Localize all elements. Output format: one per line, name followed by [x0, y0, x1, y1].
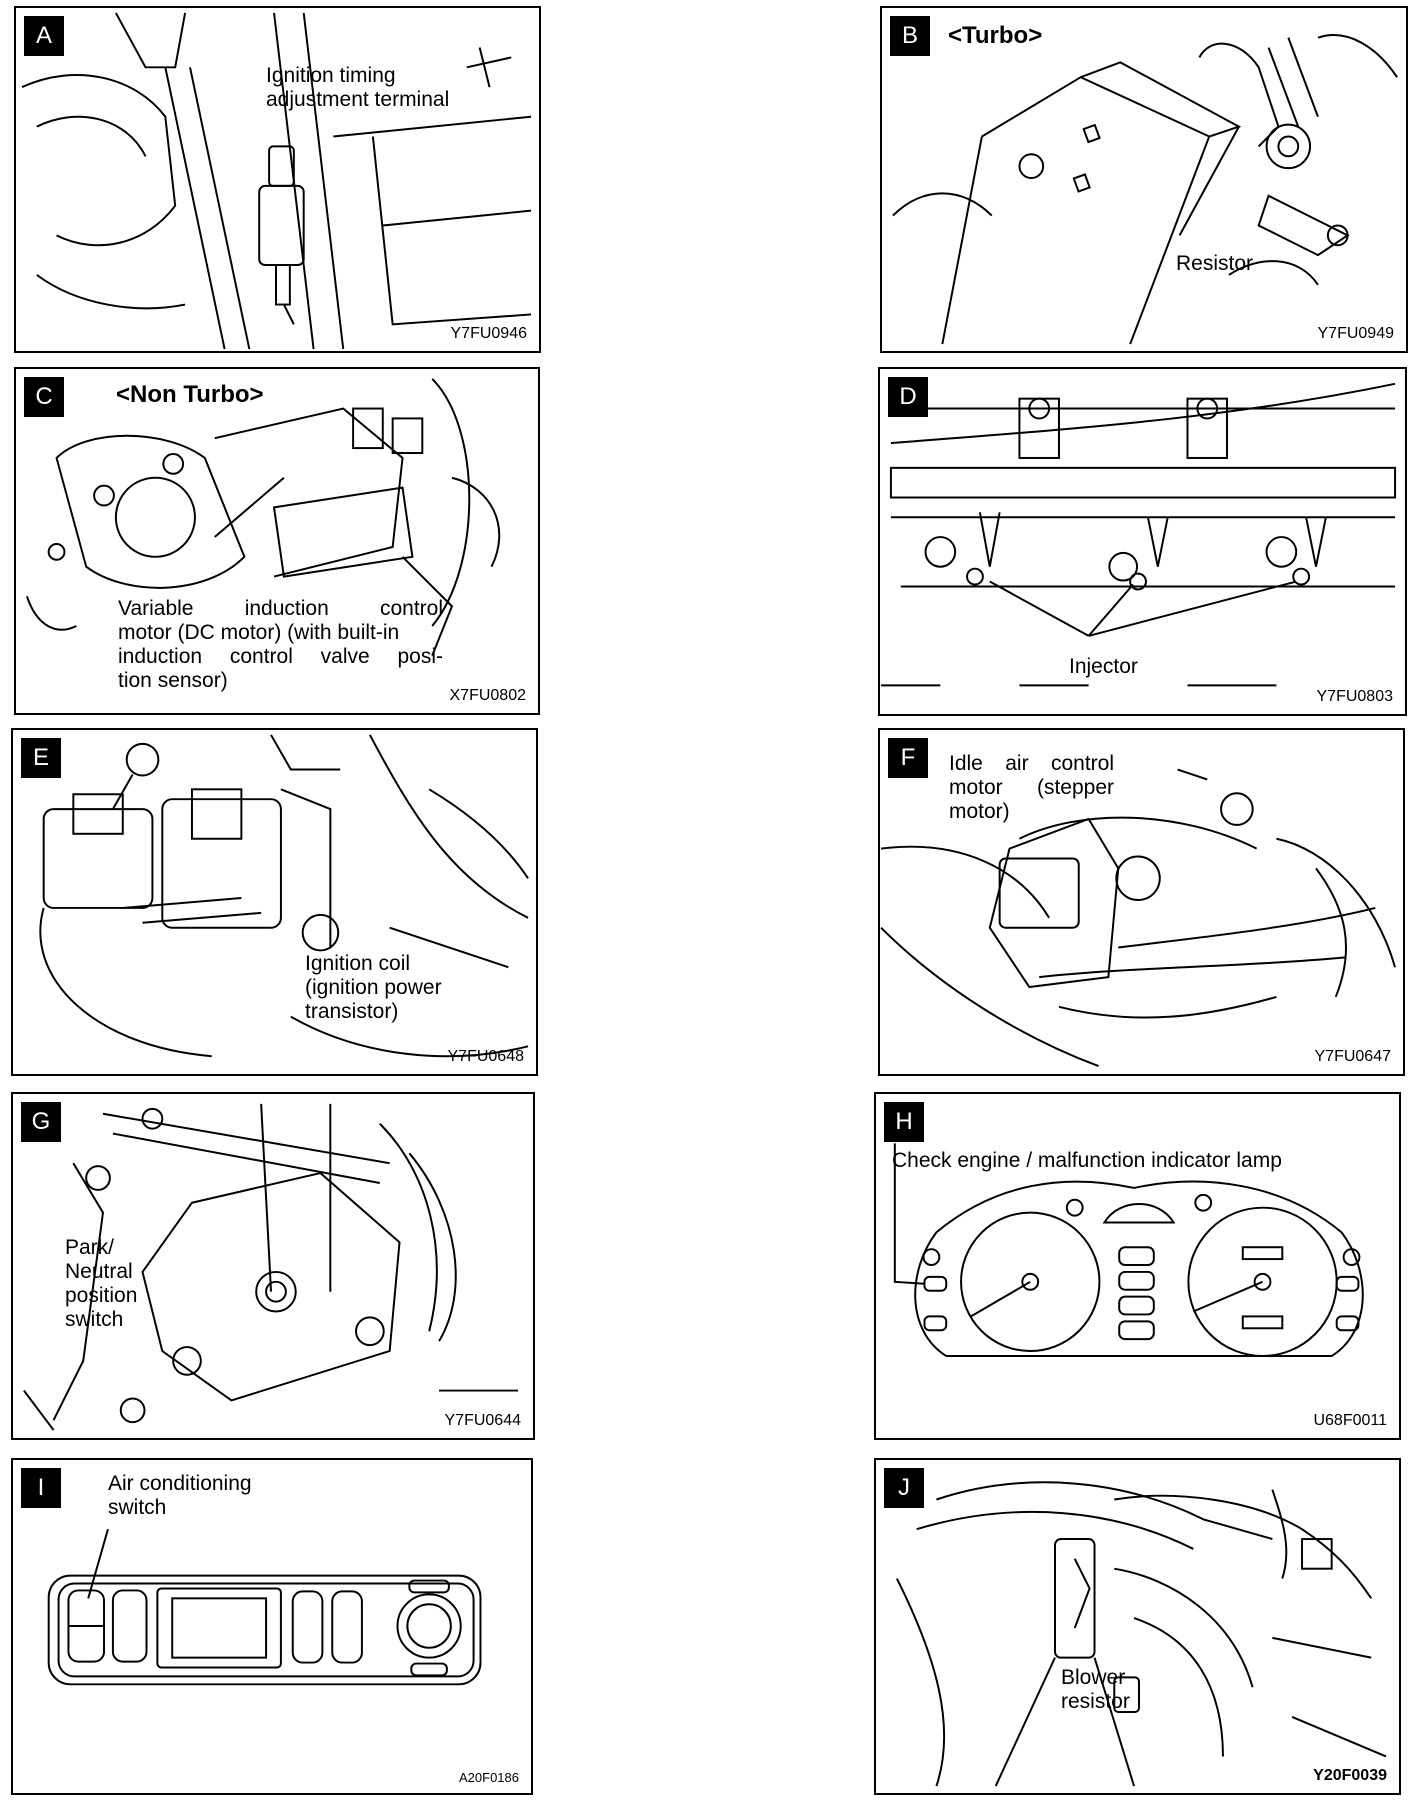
instrument-cluster-illustration: [893, 1143, 1364, 1357]
panel-c: C <Non Turbo> Variable induction control…: [14, 367, 540, 715]
non-turbo-tag: <Non Turbo>: [116, 381, 264, 408]
panel-g: G Park/ Neutral position switch Y7FU0644: [11, 1092, 535, 1440]
ignition-coil-label: Ignition coil (ignition power transistor…: [305, 952, 442, 1023]
panel-j: J Blower resistor Y20F0039: [874, 1458, 1401, 1795]
panel-i: I Air conditioning switch A20F0186: [11, 1458, 533, 1795]
resistor-label: Resistor: [1176, 252, 1254, 275]
figure-code-i: A20F0186: [459, 1770, 519, 1785]
panel-letter-c: C: [24, 377, 64, 417]
figure-code-c: X7FU0802: [449, 687, 527, 704]
figure-code-j: Y20F0039: [1313, 1767, 1387, 1784]
injector-illustration: [881, 382, 1397, 687]
panel-h: H Check engine / malfunction indicator l…: [874, 1092, 1401, 1440]
panel-letter-h: H: [884, 1102, 924, 1142]
air-conditioning-label: Air conditioning switch: [108, 1472, 252, 1519]
panel-a: A Ignition timing adjustment terminal Y7…: [14, 6, 541, 353]
figure-code-g: Y7FU0644: [444, 1412, 522, 1429]
figure-code-b: Y7FU0949: [1317, 325, 1395, 342]
idle-air-control-motor-illustration: [880, 768, 1397, 1068]
panel-letter-a: A: [24, 16, 64, 56]
panel-d: D Injector Y7FU0803: [878, 367, 1407, 716]
figure-code-d: Y7FU0803: [1316, 688, 1394, 705]
climate-control-panel-illustration: [47, 1528, 482, 1686]
idle-air-control-label: Idle air control motor (stepper motor): [949, 752, 1114, 823]
panel-b: B <Turbo> Resistor Y7FU0949: [880, 6, 1408, 353]
park-neutral-label: Park/ Neutral position switch: [65, 1236, 138, 1331]
ignition-timing-terminal-illustration: [21, 12, 532, 350]
panel-letter-i: I: [21, 1468, 61, 1508]
park-neutral-switch-illustration: [23, 1103, 519, 1431]
injector-label: Injector: [1069, 655, 1138, 678]
panel-letter-g: G: [21, 1102, 61, 1142]
figure-code-h: U68F0011: [1313, 1412, 1387, 1429]
figure-code-e: Y7FU0648: [447, 1048, 525, 1065]
panel-e: E Ignition coil (ignition power transist…: [11, 728, 538, 1076]
panel-letter-j: J: [884, 1468, 924, 1508]
figure-code-f: Y7FU0647: [1314, 1048, 1392, 1065]
resistor-illustration: [892, 34, 1398, 345]
blower-resistor-illustration: [896, 1481, 1387, 1787]
variable-induction-motor-illustration: [25, 378, 501, 657]
check-engine-label: Check engine / malfunction indicator lam…: [892, 1149, 1282, 1172]
variable-induction-label: Variable induction control motor (DC mot…: [118, 597, 443, 692]
panel-f: F Idle air control motor (stepper motor)…: [878, 728, 1405, 1076]
figure-code-a: Y7FU0946: [450, 325, 528, 342]
turbo-tag: <Turbo>: [948, 22, 1043, 49]
ignition-timing-label: Ignition timing adjustment terminal: [266, 64, 450, 111]
panel-letter-b: B: [890, 16, 930, 56]
panel-letter-d: D: [888, 377, 928, 417]
ignition-coil-illustration: [39, 734, 529, 1058]
panel-letter-f: F: [888, 738, 928, 778]
panel-letter-e: E: [21, 738, 61, 778]
blower-resistor-label: Blower resistor: [1061, 1666, 1130, 1713]
